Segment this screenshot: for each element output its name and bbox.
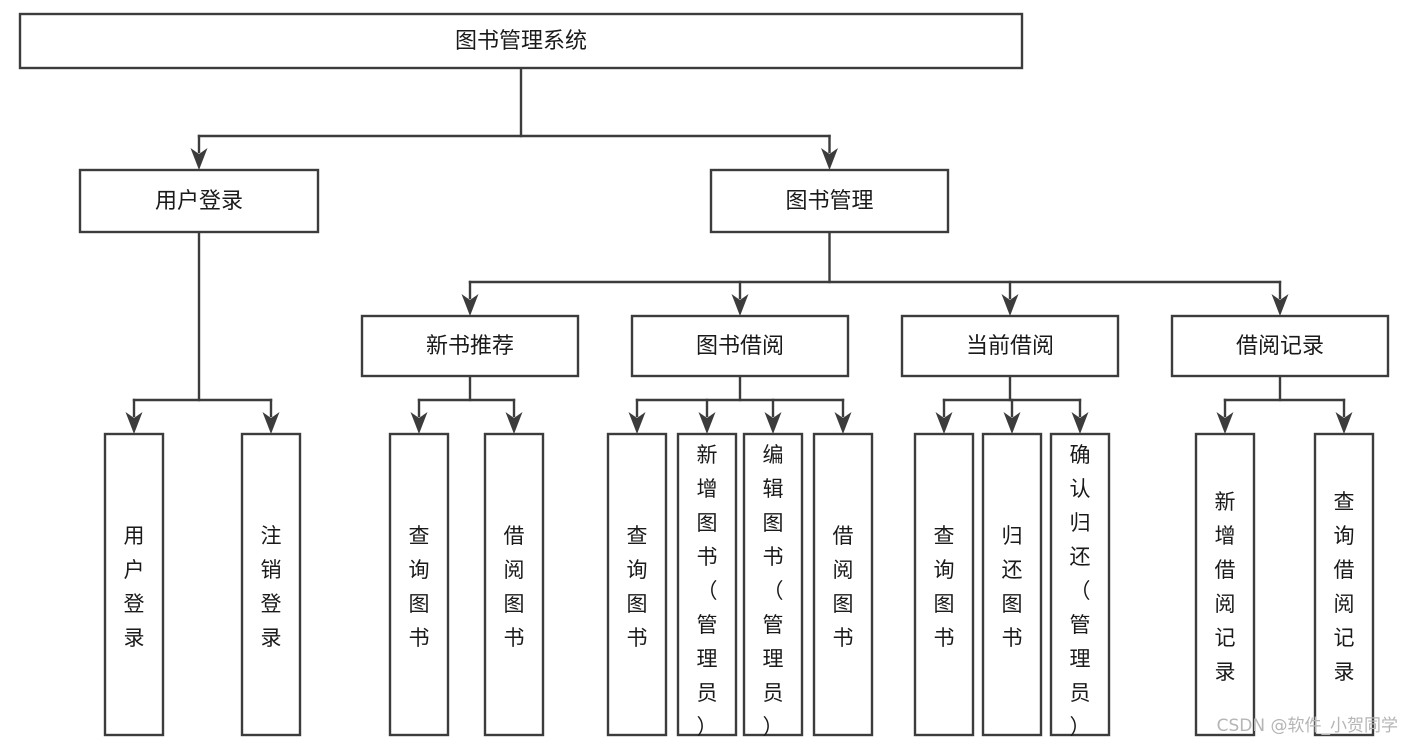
node-box-leaf-user-login[interactable]	[103, 432, 165, 737]
node-label-leaf-query-book-1: 查询图书	[409, 524, 430, 650]
node-leaf-add-record[interactable]: 新增借阅记录	[1194, 432, 1256, 737]
node-label-leaf-edit-book: 编辑图书（管理员）	[763, 443, 784, 739]
edge-group-l2_book_mgmt	[461, 230, 1289, 316]
node-label-root: 图书管理系统	[455, 29, 587, 54]
node-leaf-edit-book[interactable]: 编辑图书（管理员）	[742, 432, 804, 739]
node-label-leaf-query-record: 查询借阅记录	[1334, 490, 1355, 684]
node-box-leaf-query-book-1[interactable]	[388, 432, 450, 737]
node-label-leaf-borrow-book-1: 借阅图书	[504, 524, 525, 650]
node-box-l2-book-mgmt[interactable]	[709, 168, 950, 234]
node-leaf-query-book-1[interactable]: 查询图书	[388, 432, 450, 737]
node-box-leaf-borrow-book-1[interactable]	[483, 432, 545, 737]
edge-group-l3_current	[935, 374, 1089, 434]
node-leaf-logout[interactable]: 注销登录	[240, 432, 302, 737]
node-l3-current[interactable]: 当前借阅	[900, 314, 1120, 378]
node-box-leaf-add-book[interactable]	[676, 432, 738, 737]
node-label-l3-new-book: 新书推荐	[426, 334, 514, 359]
node-box-l3-new-book[interactable]	[360, 314, 580, 378]
node-label-leaf-return-book: 归还图书	[1002, 524, 1023, 650]
node-box-leaf-return-book[interactable]	[981, 432, 1043, 737]
edge-group-l3_borrow	[628, 374, 852, 434]
node-l2-book-mgmt[interactable]: 图书管理	[709, 168, 950, 234]
node-leaf-query-book-3[interactable]: 查询图书	[913, 432, 975, 737]
node-box-leaf-query-book-2[interactable]	[606, 432, 668, 737]
edge-group-root	[190, 66, 838, 170]
node-label-leaf-add-record: 新增借阅记录	[1215, 490, 1236, 684]
node-label-l3-borrow: 图书借阅	[696, 334, 784, 359]
node-label-l2-book-mgmt: 图书管理	[785, 189, 873, 214]
node-label-leaf-user-login: 用户登录	[124, 524, 145, 650]
node-leaf-user-login[interactable]: 用户登录	[103, 432, 165, 737]
node-box-leaf-add-record[interactable]	[1194, 432, 1256, 737]
node-label-leaf-borrow-book-2: 借阅图书	[833, 524, 854, 650]
node-label-l3-current: 当前借阅	[966, 334, 1054, 359]
node-box-leaf-query-book-3[interactable]	[913, 432, 975, 737]
node-box-leaf-query-record[interactable]	[1313, 432, 1375, 737]
csdn-watermark: CSDN @软件_小贺同学	[1217, 716, 1398, 736]
node-label-leaf-confirm-return: 确认归还（管理员）	[1070, 443, 1091, 739]
node-box-root[interactable]	[18, 12, 1024, 70]
node-leaf-add-book[interactable]: 新增图书（管理员）	[676, 432, 738, 739]
node-box-leaf-logout[interactable]	[240, 432, 302, 737]
node-label-leaf-query-book-2: 查询图书	[627, 524, 648, 650]
edge-group-l2_user_login	[125, 230, 280, 434]
node-box-leaf-confirm-return[interactable]	[1049, 432, 1111, 737]
node-box-leaf-borrow-book-2[interactable]	[812, 432, 874, 737]
node-box-l3-record[interactable]	[1170, 314, 1390, 378]
node-label-leaf-logout: 注销登录	[261, 524, 282, 650]
node-box-leaf-edit-book[interactable]	[742, 432, 804, 737]
node-leaf-query-book-2[interactable]: 查询图书	[606, 432, 668, 737]
node-box-l3-borrow[interactable]	[630, 314, 850, 378]
node-box-l3-current[interactable]	[900, 314, 1120, 378]
node-root[interactable]: 图书管理系统	[18, 12, 1024, 70]
node-l3-borrow[interactable]: 图书借阅	[630, 314, 850, 378]
node-l3-new-book[interactable]: 新书推荐	[360, 314, 580, 378]
node-box-l2-user-login[interactable]	[78, 168, 320, 234]
node-leaf-query-record[interactable]: 查询借阅记录	[1313, 432, 1375, 737]
node-leaf-borrow-book-1[interactable]: 借阅图书	[483, 432, 545, 737]
node-leaf-return-book[interactable]: 归还图书	[981, 432, 1043, 737]
nodes-layer: 图书管理系统用户登录图书管理新书推荐图书借阅当前借阅借阅记录用户登录注销登录查询…	[18, 12, 1390, 739]
node-leaf-borrow-book-2[interactable]: 借阅图书	[812, 432, 874, 737]
node-label-l2-user-login: 用户登录	[155, 189, 243, 214]
node-l3-record[interactable]: 借阅记录	[1170, 314, 1390, 378]
node-label-leaf-query-book-3: 查询图书	[934, 524, 955, 650]
edges-layer	[125, 66, 1353, 434]
edge-group-l3_record	[1216, 374, 1353, 434]
edge-group-l3_new_book	[410, 374, 523, 434]
node-l2-user-login[interactable]: 用户登录	[78, 168, 320, 234]
node-leaf-confirm-return[interactable]: 确认归还（管理员）	[1049, 432, 1111, 739]
node-label-l3-record: 借阅记录	[1236, 334, 1324, 359]
node-label-leaf-add-book: 新增图书（管理员）	[697, 443, 718, 739]
